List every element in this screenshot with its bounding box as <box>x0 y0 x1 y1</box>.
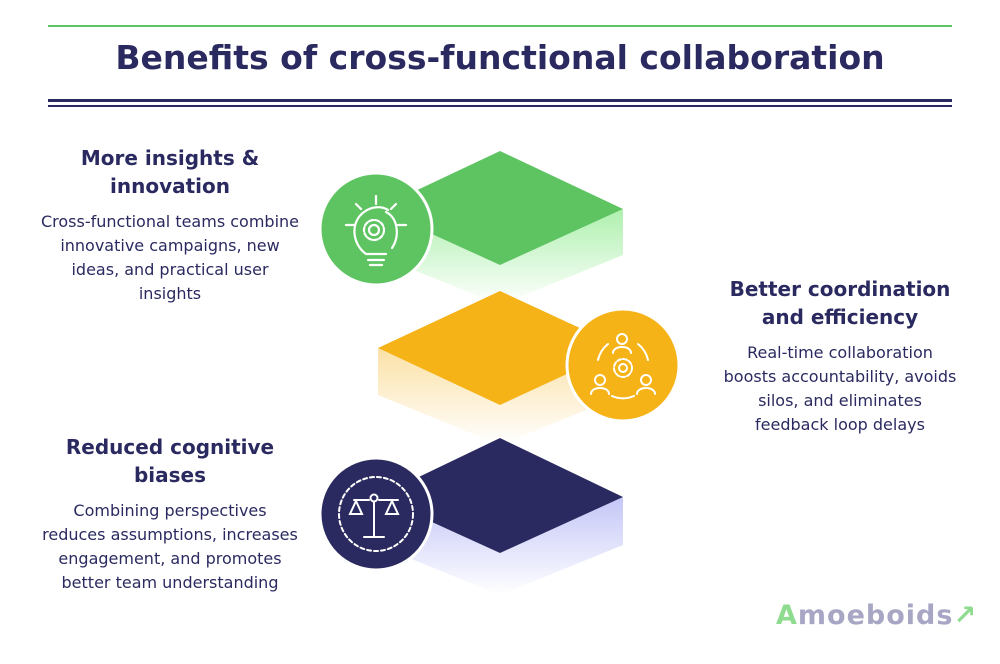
logo-text: moeboids <box>797 600 954 631</box>
page-title: Benefits of cross-functional collaborati… <box>115 38 885 77</box>
amoeboids-logo: Amoeboids↗ <box>776 600 977 631</box>
logo-arrow-icon: ↗ <box>953 600 978 631</box>
logo-initial: A <box>776 600 798 631</box>
benefit-heading: Reduced cognitive biases <box>65 435 275 487</box>
benefit-text: Combining perspectives reduces assumptio… <box>42 501 298 592</box>
benefit-text: Real-time collaboration boosts accountab… <box>723 343 957 434</box>
top-divider <box>48 25 952 27</box>
lightbulb-gear-icon <box>318 171 434 287</box>
title-divider-thin <box>48 105 952 107</box>
title-divider <box>48 99 952 102</box>
benefit-biases: Reduced cognitive biases Combining persp… <box>40 433 300 595</box>
benefit-heading: Better coordination and efficiency <box>729 277 951 329</box>
benefit-coordination: Better coordination and efficiency Real-… <box>710 275 970 437</box>
benefit-text: Cross-functional teams combine innovativ… <box>40 212 299 303</box>
team-gear-icon <box>565 307 681 423</box>
balance-scale-icon <box>318 456 434 572</box>
diamond-yellow <box>378 291 623 445</box>
benefit-heading: More insights & innovation <box>80 146 260 198</box>
diamond-navy <box>377 438 623 595</box>
benefit-insights: More insights & innovation Cross-functio… <box>40 144 300 306</box>
